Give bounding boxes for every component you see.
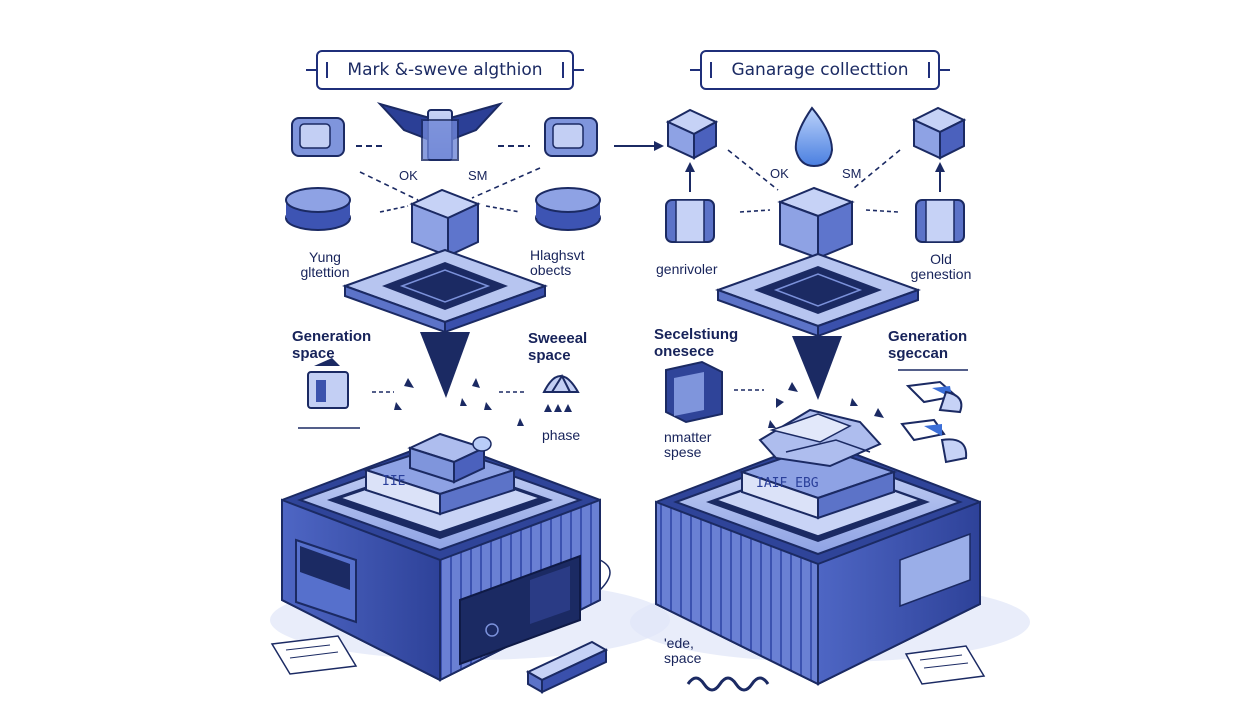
drop-icon [794,106,834,168]
left-title-box: Mark &-sweve algthion [306,50,584,90]
object-icon-tr [544,117,598,157]
object-block-tl [665,108,719,160]
center-cube-icon [409,188,481,258]
right-badge-ok: OK [770,166,789,181]
right-debris [768,382,884,428]
young-generation-label: Yung gltettion [300,249,350,280]
matter-space-label: nmatter spese [664,429,712,460]
left-debris [394,378,524,426]
objects-label: Hlaghsvt obects [530,247,585,278]
old-cylinder-icon [915,199,965,243]
old-puck-icon [535,187,601,231]
right-badge-sm: SM [842,166,862,181]
right-title-box: Ganarage collecttion [690,50,950,90]
gen-label: genrivoler [656,261,718,277]
right-block-text: IAIF EBG [756,476,819,491]
selection-box-icon [665,360,723,424]
gen-space-icon [307,358,349,409]
right-funnel [792,336,842,400]
right-center-cube-icon [777,186,855,260]
generation-scan-label: Generation sgeccan [888,328,968,362]
right-platform [715,252,921,338]
shard-icons [898,369,968,464]
right-diagram [630,106,1030,692]
object-icon-tl [291,117,345,157]
left-base-machine [270,432,670,682]
left-title: Mark &-sweve algthion [347,60,543,80]
phase-label: phase [542,427,581,443]
left-funnel [420,332,470,398]
left-badge-ok: OK [399,168,418,183]
left-block-text: IIE [382,474,406,489]
chain-icon [686,676,770,692]
gen-cylinder-icon [665,199,715,243]
selection-label: Secelstiung onesece [654,326,739,360]
sweep-space-label: Sweeeal space [528,330,588,364]
paper-icon-right [904,645,986,685]
eden-space-label: 'ede, space [664,635,702,666]
generation-space-label: Generation space [292,328,372,362]
object-block-tr [911,106,967,160]
sweep-icon [542,373,580,412]
right-base-machine [630,408,1030,686]
right-title: Ganarage collecttion [731,60,909,80]
left-diagram [270,102,670,694]
young-puck-icon [285,187,351,231]
left-badge-sm: SM [468,168,488,183]
bar-block-icon [525,640,609,694]
old-generation-label: Old genestion [910,251,972,282]
left-platform [342,248,548,334]
winged-icon [376,102,504,161]
